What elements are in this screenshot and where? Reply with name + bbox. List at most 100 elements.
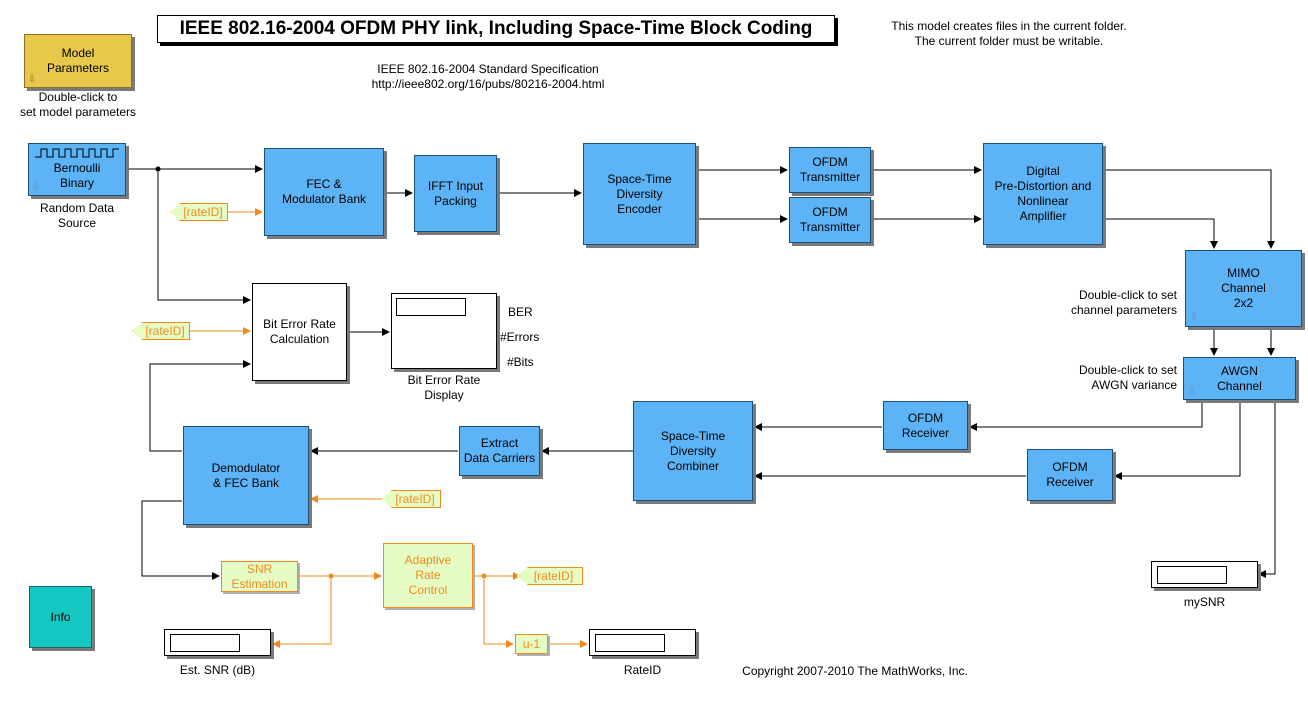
mimo-label2: Channel bbox=[1221, 281, 1266, 295]
ofdm-rx1-label2: Receiver bbox=[901, 425, 950, 440]
ofdm-rx1-label1: OFDM bbox=[907, 410, 944, 425]
model-parameters-label2: Parameters bbox=[46, 61, 110, 75]
model-title: IEEE 802.16-2004 OFDM PHY link, Includin… bbox=[157, 15, 835, 43]
mysnr-caption: mySNR bbox=[1183, 595, 1226, 609]
bits-row-label: #Bits bbox=[507, 355, 534, 369]
fec-modulator-label2: Modulator Bank bbox=[281, 192, 367, 206]
pulse-wave-icon bbox=[35, 148, 119, 158]
model-params-hint: Double-click to set model parameters bbox=[10, 90, 146, 120]
snr-est-label1: SNR bbox=[246, 561, 273, 576]
ofdm-rx2-label2: Receiver bbox=[1046, 475, 1094, 489]
mimo-channel-block[interactable]: MIMO Channel 2x2 ⇩ bbox=[1185, 250, 1302, 327]
unit-delay-block[interactable]: u-1 bbox=[515, 634, 548, 654]
link-arrow-icon: ⇩ bbox=[31, 182, 41, 193]
awgn-hint-line1: Double-click to set bbox=[1078, 363, 1177, 377]
snr-est-label2: Estimation bbox=[231, 576, 288, 591]
bernoulli-label1: Bernoulli bbox=[53, 160, 101, 175]
spec-note-line1: IEEE 802.16-2004 Standard Specification bbox=[377, 62, 599, 76]
ofdm-tx1-label1: OFDM bbox=[812, 155, 848, 169]
ifft-label1: IFFT Input bbox=[427, 178, 484, 193]
bernoulli-caption: Random Data Source bbox=[28, 201, 126, 231]
demod-label1: Demodulator bbox=[211, 460, 281, 475]
ber-display-caption: Bit Error Rate Display bbox=[391, 373, 497, 403]
model-params-hint-line1: Double-click to bbox=[38, 90, 118, 104]
ofdm-receiver-1-block[interactable]: OFDM Receiver bbox=[883, 401, 968, 450]
ofdm-receiver-2-block[interactable]: OFDM Receiver bbox=[1027, 449, 1113, 501]
ifft-input-packing-block[interactable]: IFFT Input Packing bbox=[414, 155, 497, 232]
info-label: Info bbox=[50, 609, 71, 624]
ber-display-block[interactable] bbox=[391, 293, 497, 369]
ofdm-transmitter-2-block[interactable]: OFDM Transmitter bbox=[789, 197, 871, 243]
snr-estimation-block[interactable]: SNR Estimation bbox=[221, 561, 298, 592]
rateid-goto-tag[interactable]: [rateID] bbox=[516, 567, 583, 585]
st-combiner-label1: Space-Time bbox=[660, 428, 726, 443]
link-arrow-icon: ⇩ bbox=[1187, 386, 1197, 397]
predistortion-label2: Pre-Distortion and bbox=[994, 179, 1092, 193]
extract-label2: Data Carriers bbox=[463, 451, 536, 465]
awgn-hint-line2: AWGN variance bbox=[1091, 378, 1177, 392]
ber-calculation-block[interactable]: Bit Error Rate Calculation bbox=[252, 283, 347, 381]
mysnr-display-block[interactable] bbox=[1151, 561, 1258, 588]
rateid-from-tag-1[interactable]: [rateID] bbox=[170, 203, 228, 221]
ifft-label2: Packing bbox=[434, 193, 477, 208]
extract-label1: Extract bbox=[480, 436, 519, 450]
ofdm-tx2-label1: OFDM bbox=[812, 205, 848, 219]
ber-calc-label1: Bit Error Rate bbox=[263, 317, 336, 331]
ofdm-rx2-label1: OFDM bbox=[1052, 460, 1088, 474]
channel-hint-line1: Double-click to set bbox=[1078, 288, 1177, 302]
st-combiner-label2: Diversity bbox=[669, 443, 716, 458]
errors-row-label: #Errors bbox=[500, 330, 540, 344]
ofdm-transmitter-1-block[interactable]: OFDM Transmitter bbox=[789, 147, 871, 193]
adaptive-label1: Adaptive bbox=[404, 553, 452, 567]
mysnr-readout bbox=[1157, 566, 1227, 584]
folder-note-line2: The current folder must be writable. bbox=[914, 34, 1104, 48]
mimo-label1: MIMO bbox=[1227, 266, 1260, 280]
est-snr-caption: Est. SNR (dB) bbox=[179, 663, 256, 677]
predistortion-amplifier-block[interactable]: Digital Pre-Distortion and Nonlinear Amp… bbox=[983, 143, 1103, 245]
rateid-from-tag-2[interactable]: [rateID] bbox=[132, 322, 190, 340]
space-time-encoder-block[interactable]: Space-Time Diversity Encoder bbox=[583, 143, 696, 245]
rateid-from-tag-3[interactable]: [rateID] bbox=[381, 490, 441, 508]
est-snr-display-block[interactable] bbox=[164, 629, 271, 656]
adaptive-label3: Control bbox=[408, 583, 448, 597]
est-snr-readout bbox=[170, 634, 240, 652]
predistortion-label1: Digital bbox=[1026, 164, 1060, 178]
rateid-display-block[interactable] bbox=[589, 629, 696, 656]
info-block[interactable]: Info bbox=[29, 586, 92, 648]
ber-row-label: BER bbox=[508, 305, 533, 319]
ber-display-caption-line2: Display bbox=[424, 388, 464, 402]
space-time-combiner-block[interactable]: Space-Time Diversity Combiner bbox=[633, 401, 753, 501]
awgn-hint: Double-click to set AWGN variance bbox=[1040, 363, 1177, 393]
spec-note-line2: http://ieee802.org/16/pubs/80216-2004.ht… bbox=[371, 77, 605, 91]
ofdm-tx1-label2: Transmitter bbox=[799, 170, 861, 184]
fec-modulator-bank-block[interactable]: FEC & Modulator Bank bbox=[264, 148, 384, 236]
awgn-label1: AWGN bbox=[1221, 363, 1258, 378]
folder-note-line1: This model creates files in the current … bbox=[891, 19, 1127, 33]
demod-label2: & FEC Bank bbox=[212, 475, 280, 490]
model-parameters-label1: Model bbox=[61, 46, 95, 60]
awgn-channel-block[interactable]: AWGN Channel ⇩ bbox=[1183, 357, 1296, 400]
folder-note: This model creates files in the current … bbox=[884, 19, 1134, 49]
predistortion-label4: Amplifier bbox=[1019, 209, 1067, 223]
adaptive-rate-control-block[interactable]: Adaptive Rate Control bbox=[383, 543, 473, 608]
bernoulli-label2: Binary bbox=[59, 175, 94, 190]
channel-hint-line2: channel parameters bbox=[1070, 303, 1177, 317]
fec-modulator-label1: FEC & bbox=[306, 177, 342, 191]
bernoulli-caption-line2: Source bbox=[57, 216, 97, 230]
link-arrow-icon: ⇩ bbox=[27, 74, 37, 85]
st-combiner-label3: Combiner bbox=[666, 458, 720, 473]
bernoulli-caption-line1: Random Data bbox=[39, 201, 115, 215]
model-params-hint-line2: set model parameters bbox=[19, 105, 137, 119]
predistortion-label3: Nonlinear bbox=[1017, 194, 1069, 208]
ber-display-caption-line1: Bit Error Rate bbox=[407, 373, 481, 387]
ber-display-rows: BER #Errors #Bits bbox=[500, 300, 539, 375]
extract-data-carriers-block[interactable]: Extract Data Carriers bbox=[459, 426, 540, 476]
demodulator-fec-bank-block[interactable]: Demodulator & FEC Bank bbox=[183, 426, 309, 525]
model-parameters-block[interactable]: Model Parameters ⇩ bbox=[24, 34, 132, 88]
ofdm-tx2-label2: Transmitter bbox=[799, 220, 861, 234]
ber-calc-label2: Calculation bbox=[269, 332, 330, 346]
rateid-readout bbox=[595, 634, 665, 652]
bernoulli-binary-block[interactable]: Bernoulli Binary ⇩ bbox=[28, 143, 126, 196]
mimo-label3: 2x2 bbox=[1233, 296, 1254, 310]
